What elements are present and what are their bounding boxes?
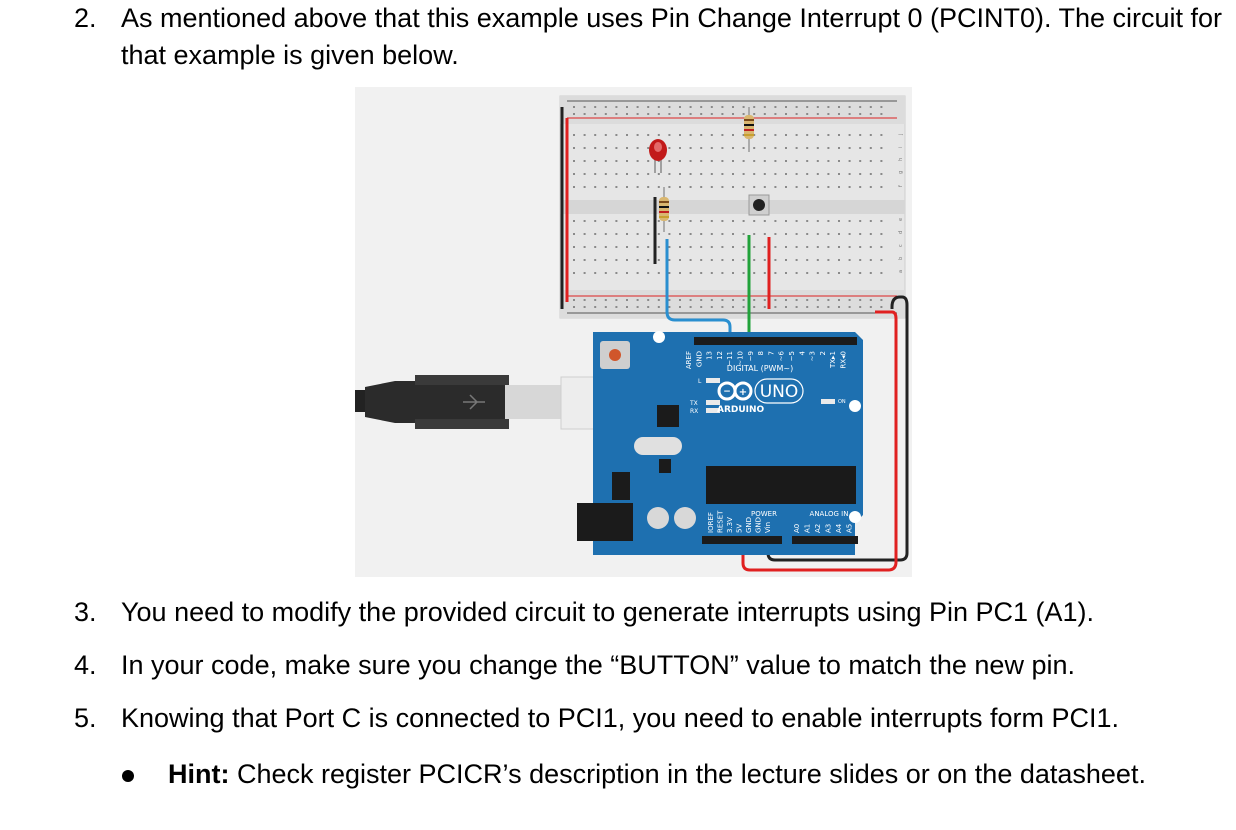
led-red [649, 139, 667, 173]
breadboard-row-letter: b [898, 257, 904, 260]
pin-label: A0 [793, 524, 801, 533]
pin-label: A2 [814, 524, 822, 533]
item-text: You need to modify the provided circuit … [121, 597, 1095, 627]
pin-label: RESET [717, 510, 725, 533]
item-number: 3. [74, 597, 97, 627]
pin-label: 13 [706, 351, 714, 360]
pin-label: ~10 [737, 351, 745, 366]
pin-label: A5 [846, 524, 854, 533]
pin-label: ~9 [747, 351, 755, 361]
analog-label: ANALOG IN [810, 510, 849, 518]
item-number: 2. [74, 3, 97, 33]
resistor-1 [659, 187, 669, 232]
usb-cable [355, 375, 632, 430]
bullet-icon [122, 770, 134, 782]
pin-label: ~3 [809, 351, 817, 361]
pin-label: ~6 [778, 350, 786, 361]
hint-label: Hint: [168, 759, 230, 789]
breadboard-row-letter: h [898, 158, 904, 161]
pin-label: 2 [819, 351, 827, 355]
push-button [748, 194, 770, 216]
hint-text: Hint: Check register PCICR’s description… [168, 756, 1146, 793]
breadboard: j i h g f e d c b a [559, 95, 906, 319]
pin-label: 4 [798, 350, 806, 355]
pin-label: GND [745, 517, 753, 533]
item-text: In your code, make sure you change the “… [121, 650, 1075, 680]
pin-label: GND [755, 517, 763, 533]
pin-label: 5V [736, 524, 744, 533]
breadboard-row-letter: g [898, 171, 904, 174]
item-number: 4. [74, 650, 97, 680]
rx-label: RX [690, 408, 698, 415]
arduino-infinity-logo: + − [717, 381, 753, 401]
hint-body: Check register PCICR’s description in th… [229, 759, 1146, 789]
on-label: ON [838, 399, 846, 405]
digital-label: DIGITAL (PWM~) [727, 364, 793, 373]
pin-label: 7 [767, 351, 775, 355]
pin-label: ~5 [788, 351, 796, 361]
pin-label: GND [695, 351, 703, 367]
pin-label: AREF [685, 351, 693, 369]
item-number: 5. [74, 703, 97, 733]
breadboard-row-letter: f [898, 185, 904, 187]
pin-label: A3 [825, 524, 833, 533]
breadboard-row-letter: d [898, 231, 904, 234]
item-text: Knowing that Port C is connected to PCI1… [121, 703, 1120, 733]
pin-label: ~11 [726, 351, 734, 366]
breadboard-row-letter: c [898, 244, 904, 247]
pin-label: A4 [835, 523, 843, 533]
breadboard-row-letter: a [898, 270, 904, 273]
pin-label: RX◂0 [840, 351, 848, 369]
uno-label: UNO [760, 382, 799, 402]
item-text: As mentioned above that this example use… [121, 3, 1223, 70]
pin-label: 8 [757, 351, 765, 355]
breadboard-row-letter: e [898, 218, 904, 221]
svg-text:+: + [739, 387, 747, 398]
brand-label: ARDUINO [717, 405, 765, 415]
pin-label: TX▸1 [829, 351, 837, 369]
pin-label: 12 [716, 351, 724, 360]
pin-label: A1 [804, 524, 812, 533]
tx-label: TX [689, 400, 698, 407]
power-label: POWER [751, 510, 777, 518]
breadboard-row-letter: j [898, 134, 904, 136]
pin-label: Vin [764, 522, 772, 533]
circuit-figure: j i h g f e d c b a [355, 87, 912, 577]
pin-label: IOREF [707, 512, 715, 533]
breadboard-row-letter: i [898, 147, 904, 148]
pin-label: 3.3V [726, 517, 734, 533]
resistor-2 [744, 107, 754, 152]
svg-text:−: − [723, 387, 731, 397]
l-label: L [698, 378, 702, 385]
